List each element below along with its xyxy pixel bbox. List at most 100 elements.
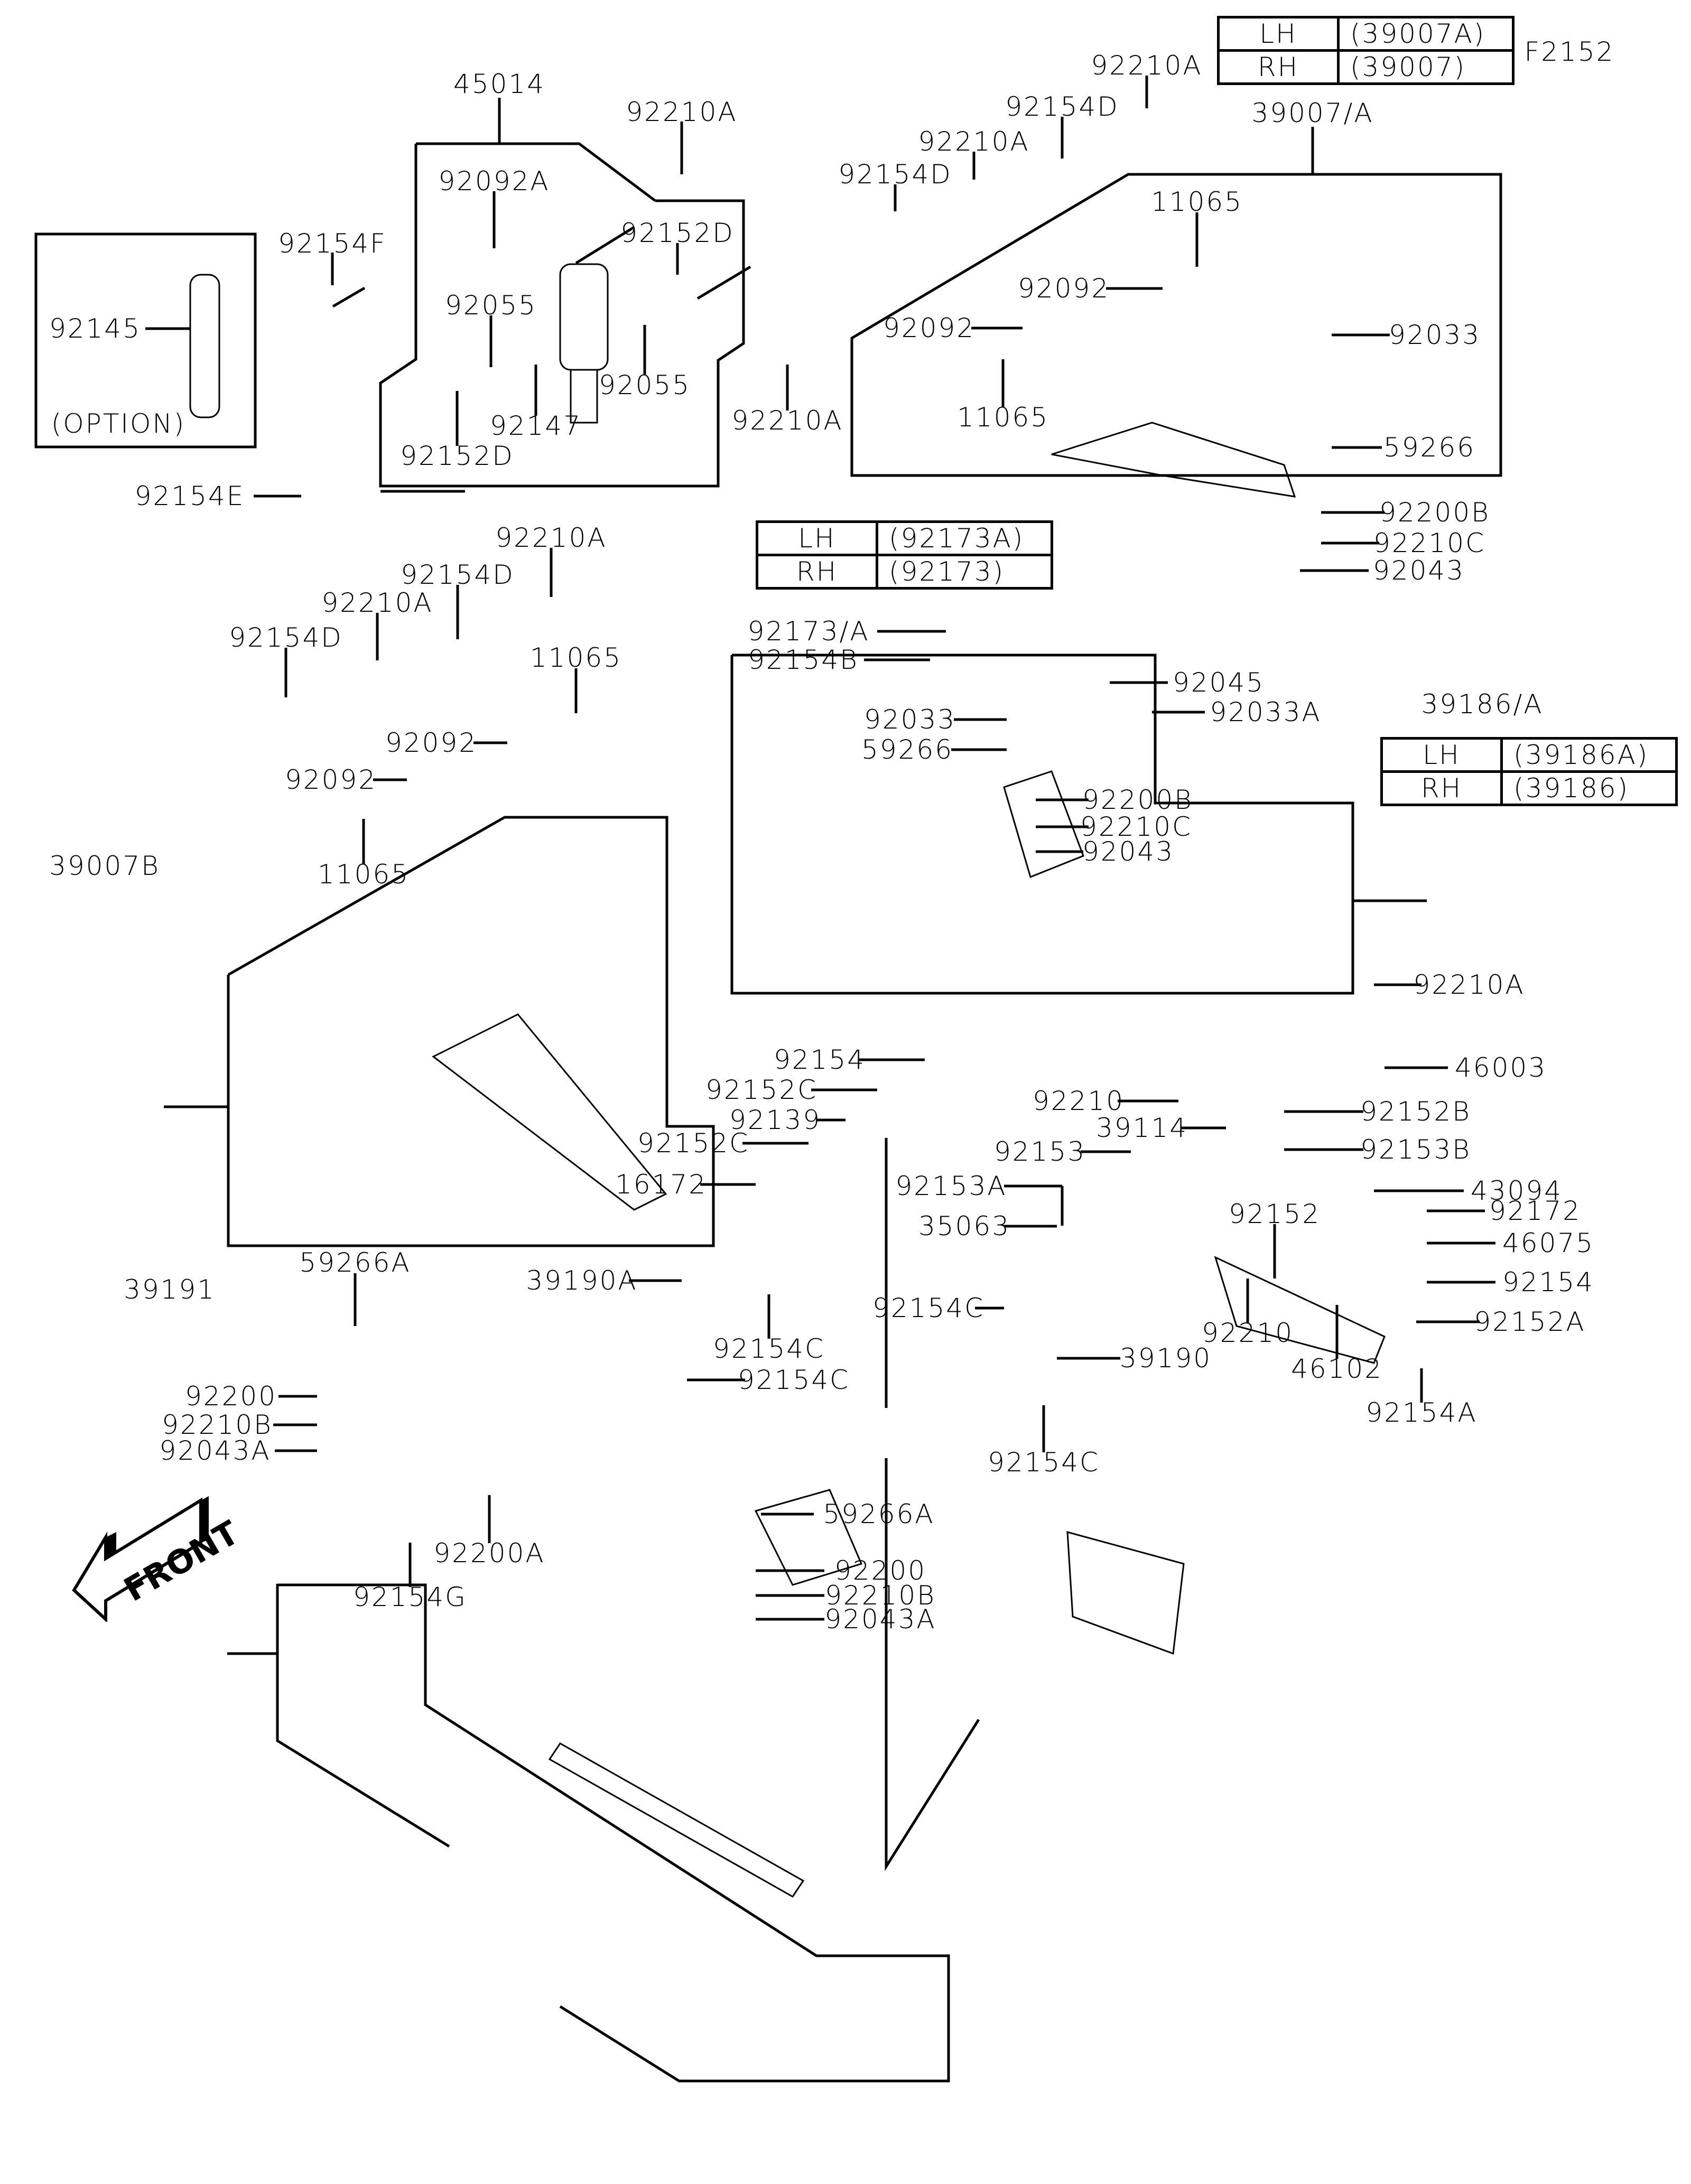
part-callout-knuckle[interactable]: 92154B: [748, 645, 859, 675]
part-callout-steering[interactable]: 92152: [1228, 1199, 1321, 1229]
part-callout-rack[interactable]: 59266A: [299, 1247, 411, 1278]
part-callout-lower_arm[interactable]: 39007B: [49, 851, 160, 881]
part-callout-knuckle[interactable]: 92210C: [1080, 811, 1192, 842]
part-callout-upper_arm[interactable]: 92210A: [918, 126, 1030, 157]
part-callout-steering[interactable]: 43094: [1470, 1175, 1563, 1206]
part-callout-shock[interactable]: 92092A: [438, 166, 550, 197]
part-callout-rack[interactable]: 92210B: [825, 1580, 936, 1611]
upper-arm-side-table: LH(39007A) RH(39007): [1217, 16, 1515, 85]
part-callout-shock[interactable]: 92210A: [731, 405, 843, 436]
part-callout-rack[interactable]: 59266A: [823, 1499, 935, 1529]
part-callout-lower_arm[interactable]: 92092: [385, 727, 478, 758]
part-callout-knuckle[interactable]: 92033: [863, 704, 956, 735]
part-callout-rack[interactable]: 92210B: [162, 1410, 273, 1440]
part-callout-lower_arm[interactable]: 92210A: [495, 522, 607, 553]
part-callout-upper_arm[interactable]: 11065: [956, 402, 1049, 433]
lower-arm-frame: [227, 816, 715, 1247]
part-callout-knuckle[interactable]: 92173/A: [747, 616, 870, 647]
part-callout-lower_arm[interactable]: 92092: [284, 764, 377, 795]
part-callout-knuckle[interactable]: 59266: [861, 734, 954, 765]
part-callout-steering[interactable]: 92153B: [1360, 1134, 1471, 1165]
part-callout-shock[interactable]: 92154E: [134, 481, 245, 511]
part-callout-steering[interactable]: 92154C: [738, 1365, 850, 1395]
part-callout-steering[interactable]: 92154C: [988, 1447, 1100, 1478]
motor-sketch: [754, 1489, 863, 1586]
part-callout-rack[interactable]: 92154G: [353, 1582, 467, 1612]
part-callout-rack[interactable]: 92200A: [433, 1538, 545, 1569]
part-callout-knuckle[interactable]: 92210C: [1373, 528, 1485, 558]
part-callout-steering[interactable]: 92152B: [1360, 1096, 1471, 1127]
part-callout-knuckle[interactable]: 92043: [1372, 555, 1465, 586]
part-callout-steering[interactable]: 92139: [729, 1105, 822, 1135]
part-callout-rack[interactable]: 92200: [834, 1555, 927, 1586]
part-callout-rack[interactable]: 92043A: [159, 1435, 271, 1466]
shock-frame: [498, 98, 656, 202]
table-row: RH(39186): [1380, 770, 1678, 806]
part-callout-steering[interactable]: 92152A: [1474, 1306, 1586, 1337]
part-callout-shock[interactable]: 92055: [444, 290, 537, 321]
part-callout-shock[interactable]: 92210A: [626, 97, 738, 127]
bracket-sketch: [1066, 1531, 1185, 1655]
part-callout-steering[interactable]: 92154: [773, 1044, 866, 1075]
part-callout-lower_arm[interactable]: 92154D: [229, 622, 343, 653]
part-callout-rack[interactable]: 92043A: [824, 1604, 936, 1635]
part-callout-steering[interactable]: 46003: [1454, 1052, 1547, 1083]
part-callout-steering[interactable]: 39190: [1119, 1343, 1212, 1374]
part-callout-steering[interactable]: 92154: [1502, 1267, 1595, 1298]
part-callout-shock[interactable]: 92152D: [400, 441, 514, 471]
diagram-id: F2152: [1524, 36, 1615, 67]
part-callout-knuckle[interactable]: 92033A: [1210, 697, 1322, 727]
option-part-label[interactable]: 92145: [49, 313, 142, 344]
part-callout-steering[interactable]: 92153A: [895, 1171, 1007, 1201]
part-callout-knuckle[interactable]: 39186/A: [1421, 689, 1544, 720]
part-callout-lower_arm[interactable]: 11065: [529, 642, 622, 673]
part-callout-lower_arm[interactable]: 92210A: [321, 587, 433, 618]
part-callout-upper_arm[interactable]: 59266: [1383, 432, 1476, 463]
part-callout-steering[interactable]: 92210A: [1413, 969, 1525, 1000]
part-callout-steering[interactable]: 35063: [918, 1211, 1011, 1242]
part-callout-steering[interactable]: 92152C: [637, 1128, 749, 1159]
part-callout-steering[interactable]: 39190A: [526, 1265, 638, 1296]
part-sketches: [189, 263, 1386, 1898]
part-callout-knuckle[interactable]: 92200B: [1082, 785, 1193, 815]
part-callout-steering[interactable]: 92152C: [705, 1075, 817, 1105]
part-callout-steering[interactable]: 92210: [1032, 1086, 1125, 1116]
part-callout-knuckle[interactable]: 92043: [1082, 836, 1175, 867]
part-callout-upper_arm[interactable]: 92092: [882, 313, 975, 343]
part-callout-shock[interactable]: 92147: [489, 410, 582, 441]
part-callout-shock[interactable]: 92154F: [278, 228, 387, 259]
part-callout-steering[interactable]: 92153: [993, 1136, 1086, 1167]
part-callout-steering[interactable]: 92154C: [872, 1293, 984, 1323]
part-callout-upper_arm[interactable]: 39007/A: [1251, 98, 1374, 128]
part-callout-steering[interactable]: 16172: [615, 1169, 708, 1200]
part-callout-shock[interactable]: 92055: [598, 370, 691, 400]
part-callout-upper_arm[interactable]: 92154D: [838, 159, 952, 190]
part-callout-rack[interactable]: 39191: [123, 1274, 216, 1305]
side-cell: LH: [1217, 16, 1340, 52]
part-callout-knuckle[interactable]: 92200B: [1379, 497, 1490, 528]
part-callout-steering[interactable]: 92154A: [1365, 1397, 1478, 1428]
part-callout-steering[interactable]: 92154C: [713, 1333, 825, 1364]
part-callout-knuckle[interactable]: 92045: [1172, 667, 1265, 698]
part-callout-upper_arm[interactable]: 92092: [1017, 273, 1110, 304]
part-callout-steering[interactable]: 92210: [1201, 1318, 1294, 1348]
part-callout-shock[interactable]: 92152D: [620, 218, 735, 248]
table-row: RH(92173): [756, 554, 1053, 590]
shock-absorber: [559, 263, 609, 371]
part-callout-steering[interactable]: 46075: [1502, 1228, 1595, 1258]
part-callout-upper_arm[interactable]: 92154D: [1005, 91, 1119, 122]
rack-frame: [276, 1584, 450, 1848]
table-row: LH(92173A): [756, 520, 1053, 556]
part-callout-rack[interactable]: 92200: [184, 1381, 277, 1412]
part-callout-upper_arm[interactable]: 92210A: [1091, 50, 1203, 81]
part-callout-upper_arm[interactable]: 11065: [1150, 186, 1243, 217]
part-callout-lower_arm[interactable]: 92154D: [401, 559, 515, 590]
part-callout-lower_arm[interactable]: 11065: [317, 859, 410, 890]
part-callout-steering[interactable]: 92172: [1489, 1196, 1582, 1226]
part-callout-shock[interactable]: 45014: [453, 69, 546, 99]
part-callout-upper_arm[interactable]: 92033: [1388, 320, 1481, 350]
part-callout-steering[interactable]: 39114: [1095, 1113, 1188, 1143]
part-callout-steering[interactable]: 46102: [1290, 1354, 1383, 1384]
